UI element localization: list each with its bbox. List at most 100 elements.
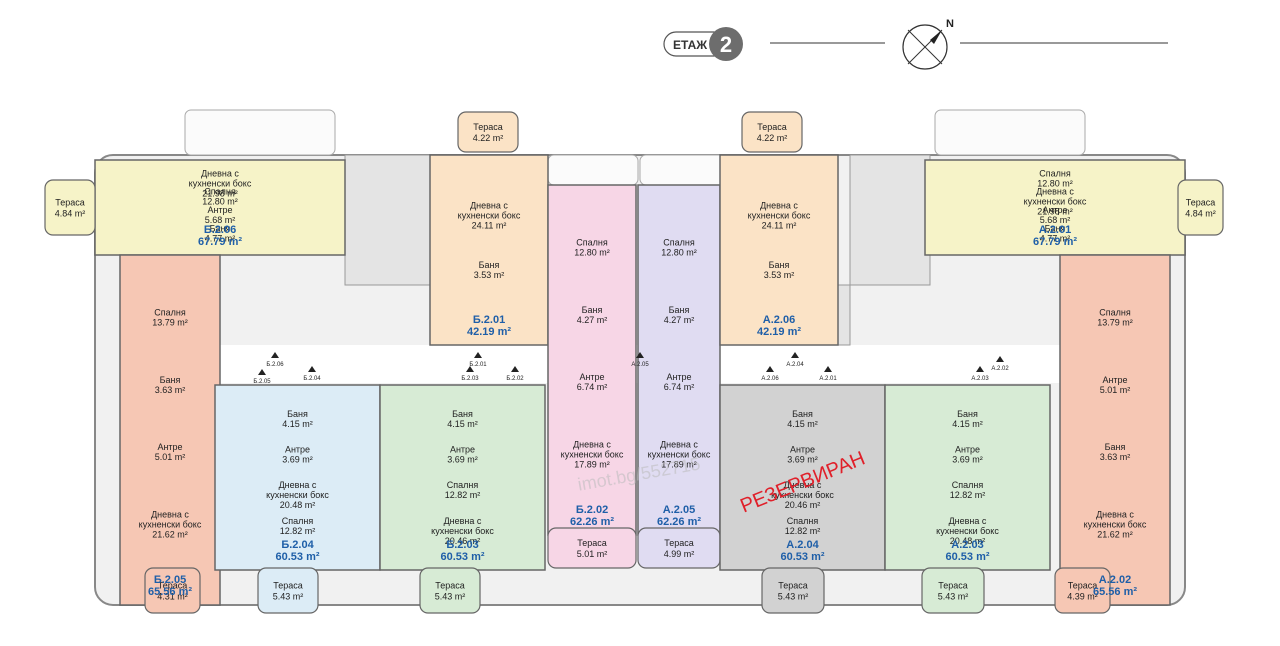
- room-area: 5.68 m²: [205, 215, 236, 225]
- entrance-marker-icon: [766, 366, 774, 372]
- room-area: 21.98 m²: [202, 188, 238, 198]
- unit-Б.2.05[interactable]: [119, 254, 221, 606]
- room-area: 12.82 m²: [950, 490, 986, 500]
- unit-Б.2.03[interactable]: [379, 384, 546, 571]
- room-name: Дневна с: [949, 516, 987, 526]
- entrance-marker-icon: [791, 352, 799, 358]
- unit-А.2.02[interactable]: [1059, 254, 1171, 606]
- room-area: 3.63 m²: [1100, 452, 1131, 462]
- entrance-marker-icon: [996, 356, 1004, 362]
- room-name: кухненски бокс: [561, 450, 624, 460]
- terrace-area: 4.84 m²: [55, 209, 86, 219]
- room-area: 3.69 m²: [447, 455, 478, 465]
- unit-Б.2.04[interactable]: [214, 384, 381, 571]
- unit-code: А.2.05: [663, 504, 695, 516]
- room-area: 3.69 m²: [787, 455, 818, 465]
- terrace-Б.2.05: [144, 567, 201, 614]
- room-name: Спалня: [204, 187, 236, 197]
- balcony: [184, 109, 336, 156]
- terrace-name: Тераса: [1068, 581, 1098, 591]
- unit-А.2.05[interactable]: [637, 184, 721, 536]
- room-name: Баня: [769, 260, 790, 270]
- entrance-marker-icon: [474, 352, 482, 358]
- room-name: кухненски бокс: [189, 178, 252, 188]
- entrance-label: А.2.05: [631, 362, 649, 368]
- unit-А.2.03[interactable]: [884, 384, 1051, 571]
- terrace-name: Тераса: [273, 581, 303, 591]
- room-name: Антре: [579, 372, 604, 382]
- room-area: 12.80 m²: [202, 197, 238, 207]
- room-name: Дневна с: [573, 440, 611, 450]
- unit-А.2.06[interactable]: [719, 154, 839, 346]
- terrace-Б.2.02: [547, 527, 637, 569]
- unit-Б.2.06[interactable]: [94, 159, 346, 256]
- unit-area: 60.53 m²: [440, 551, 484, 563]
- entrance-label: Б.2.01: [469, 362, 487, 368]
- entrance-marker-icon: [824, 366, 832, 372]
- unit-area: 60.53 m²: [780, 551, 824, 563]
- room-name: Антре: [1042, 205, 1067, 215]
- entrance-marker-icon: [976, 366, 984, 372]
- room-name: Дневна с: [151, 510, 189, 520]
- unit-code: А.2.03: [951, 539, 983, 551]
- room-area: 5.01 m²: [155, 452, 186, 462]
- room-name: Спалня: [282, 516, 314, 526]
- room-area: 4.15 m²: [447, 419, 478, 429]
- room-name: Спалня: [154, 308, 186, 318]
- room-name: Спалня: [663, 238, 695, 248]
- room-area: 4.77 m²: [205, 233, 236, 243]
- room-name: Баня: [1045, 223, 1066, 233]
- room-area: 20.48 m²: [950, 536, 986, 546]
- terrace-Б.2.03: [419, 567, 481, 614]
- room-name: Антре: [450, 445, 475, 455]
- terrace-area: 4.22 m²: [473, 133, 504, 143]
- terrace-area: 5.43 m²: [273, 592, 304, 602]
- room-name: Дневна с: [470, 200, 508, 210]
- balcony: [639, 154, 731, 186]
- terrace-Б.2.01: [457, 111, 519, 153]
- room-name: Баня: [210, 223, 231, 233]
- room-name: Спалня: [952, 480, 984, 490]
- room-area: 3.53 m²: [764, 270, 795, 280]
- room-name: Дневна с: [279, 480, 317, 490]
- unit-area: 65.56 m²: [148, 586, 192, 598]
- room-area: 21.98 m²: [1037, 207, 1073, 217]
- terrace-area: 4.39 m²: [1067, 592, 1098, 602]
- unit-А.2.01[interactable]: [924, 159, 1186, 256]
- unit-area: 62.26 m²: [570, 516, 614, 528]
- room-name: Дневна с: [1036, 187, 1074, 197]
- room-area: 3.53 m²: [474, 270, 505, 280]
- terrace-А.2.03: [921, 567, 985, 614]
- room-name: кухненски бокс: [1084, 520, 1147, 530]
- room-area: 3.63 m²: [155, 385, 186, 395]
- unit-code: А.2.04: [786, 539, 819, 551]
- unit-Б.2.02[interactable]: [547, 184, 637, 536]
- entrance-label: А.2.04: [786, 362, 804, 368]
- unit-code: А.2.02: [1099, 574, 1131, 586]
- unit-А.2.04[interactable]: [719, 384, 886, 571]
- room-name: кухненски бокс: [458, 210, 521, 220]
- terrace-area: 4.22 m²: [757, 133, 788, 143]
- terrace-name: Тераса: [664, 538, 694, 548]
- room-area: 20.48 m²: [280, 500, 316, 510]
- terrace-area: 4.99 m²: [664, 549, 695, 559]
- room-area: 20.46 m²: [445, 536, 481, 546]
- entrance-label: Б.2.04: [303, 376, 321, 382]
- room-area: 4.27 m²: [664, 315, 695, 325]
- unit-area: 62.26 m²: [657, 516, 701, 528]
- unit-code: Б.2.02: [576, 504, 608, 516]
- unit-area: 60.53 m²: [275, 551, 319, 563]
- room-name: Дневна с: [760, 200, 798, 210]
- room-area: 12.82 m²: [280, 526, 316, 536]
- room-name: кухненски бокс: [648, 450, 711, 460]
- unit-area: 42.19 m²: [757, 326, 801, 338]
- stair-core: [849, 154, 931, 286]
- room-area: 24.11 m²: [762, 220, 797, 230]
- room-area: 21.62 m²: [152, 530, 188, 540]
- compass-label: N: [946, 18, 954, 30]
- room-area: 4.27 m²: [577, 315, 608, 325]
- terrace-А.2.05: [637, 527, 721, 569]
- floor-label: ЕТАЖ: [673, 38, 707, 52]
- room-name: Баня: [160, 375, 181, 385]
- room-area: 13.79 m²: [1097, 318, 1133, 328]
